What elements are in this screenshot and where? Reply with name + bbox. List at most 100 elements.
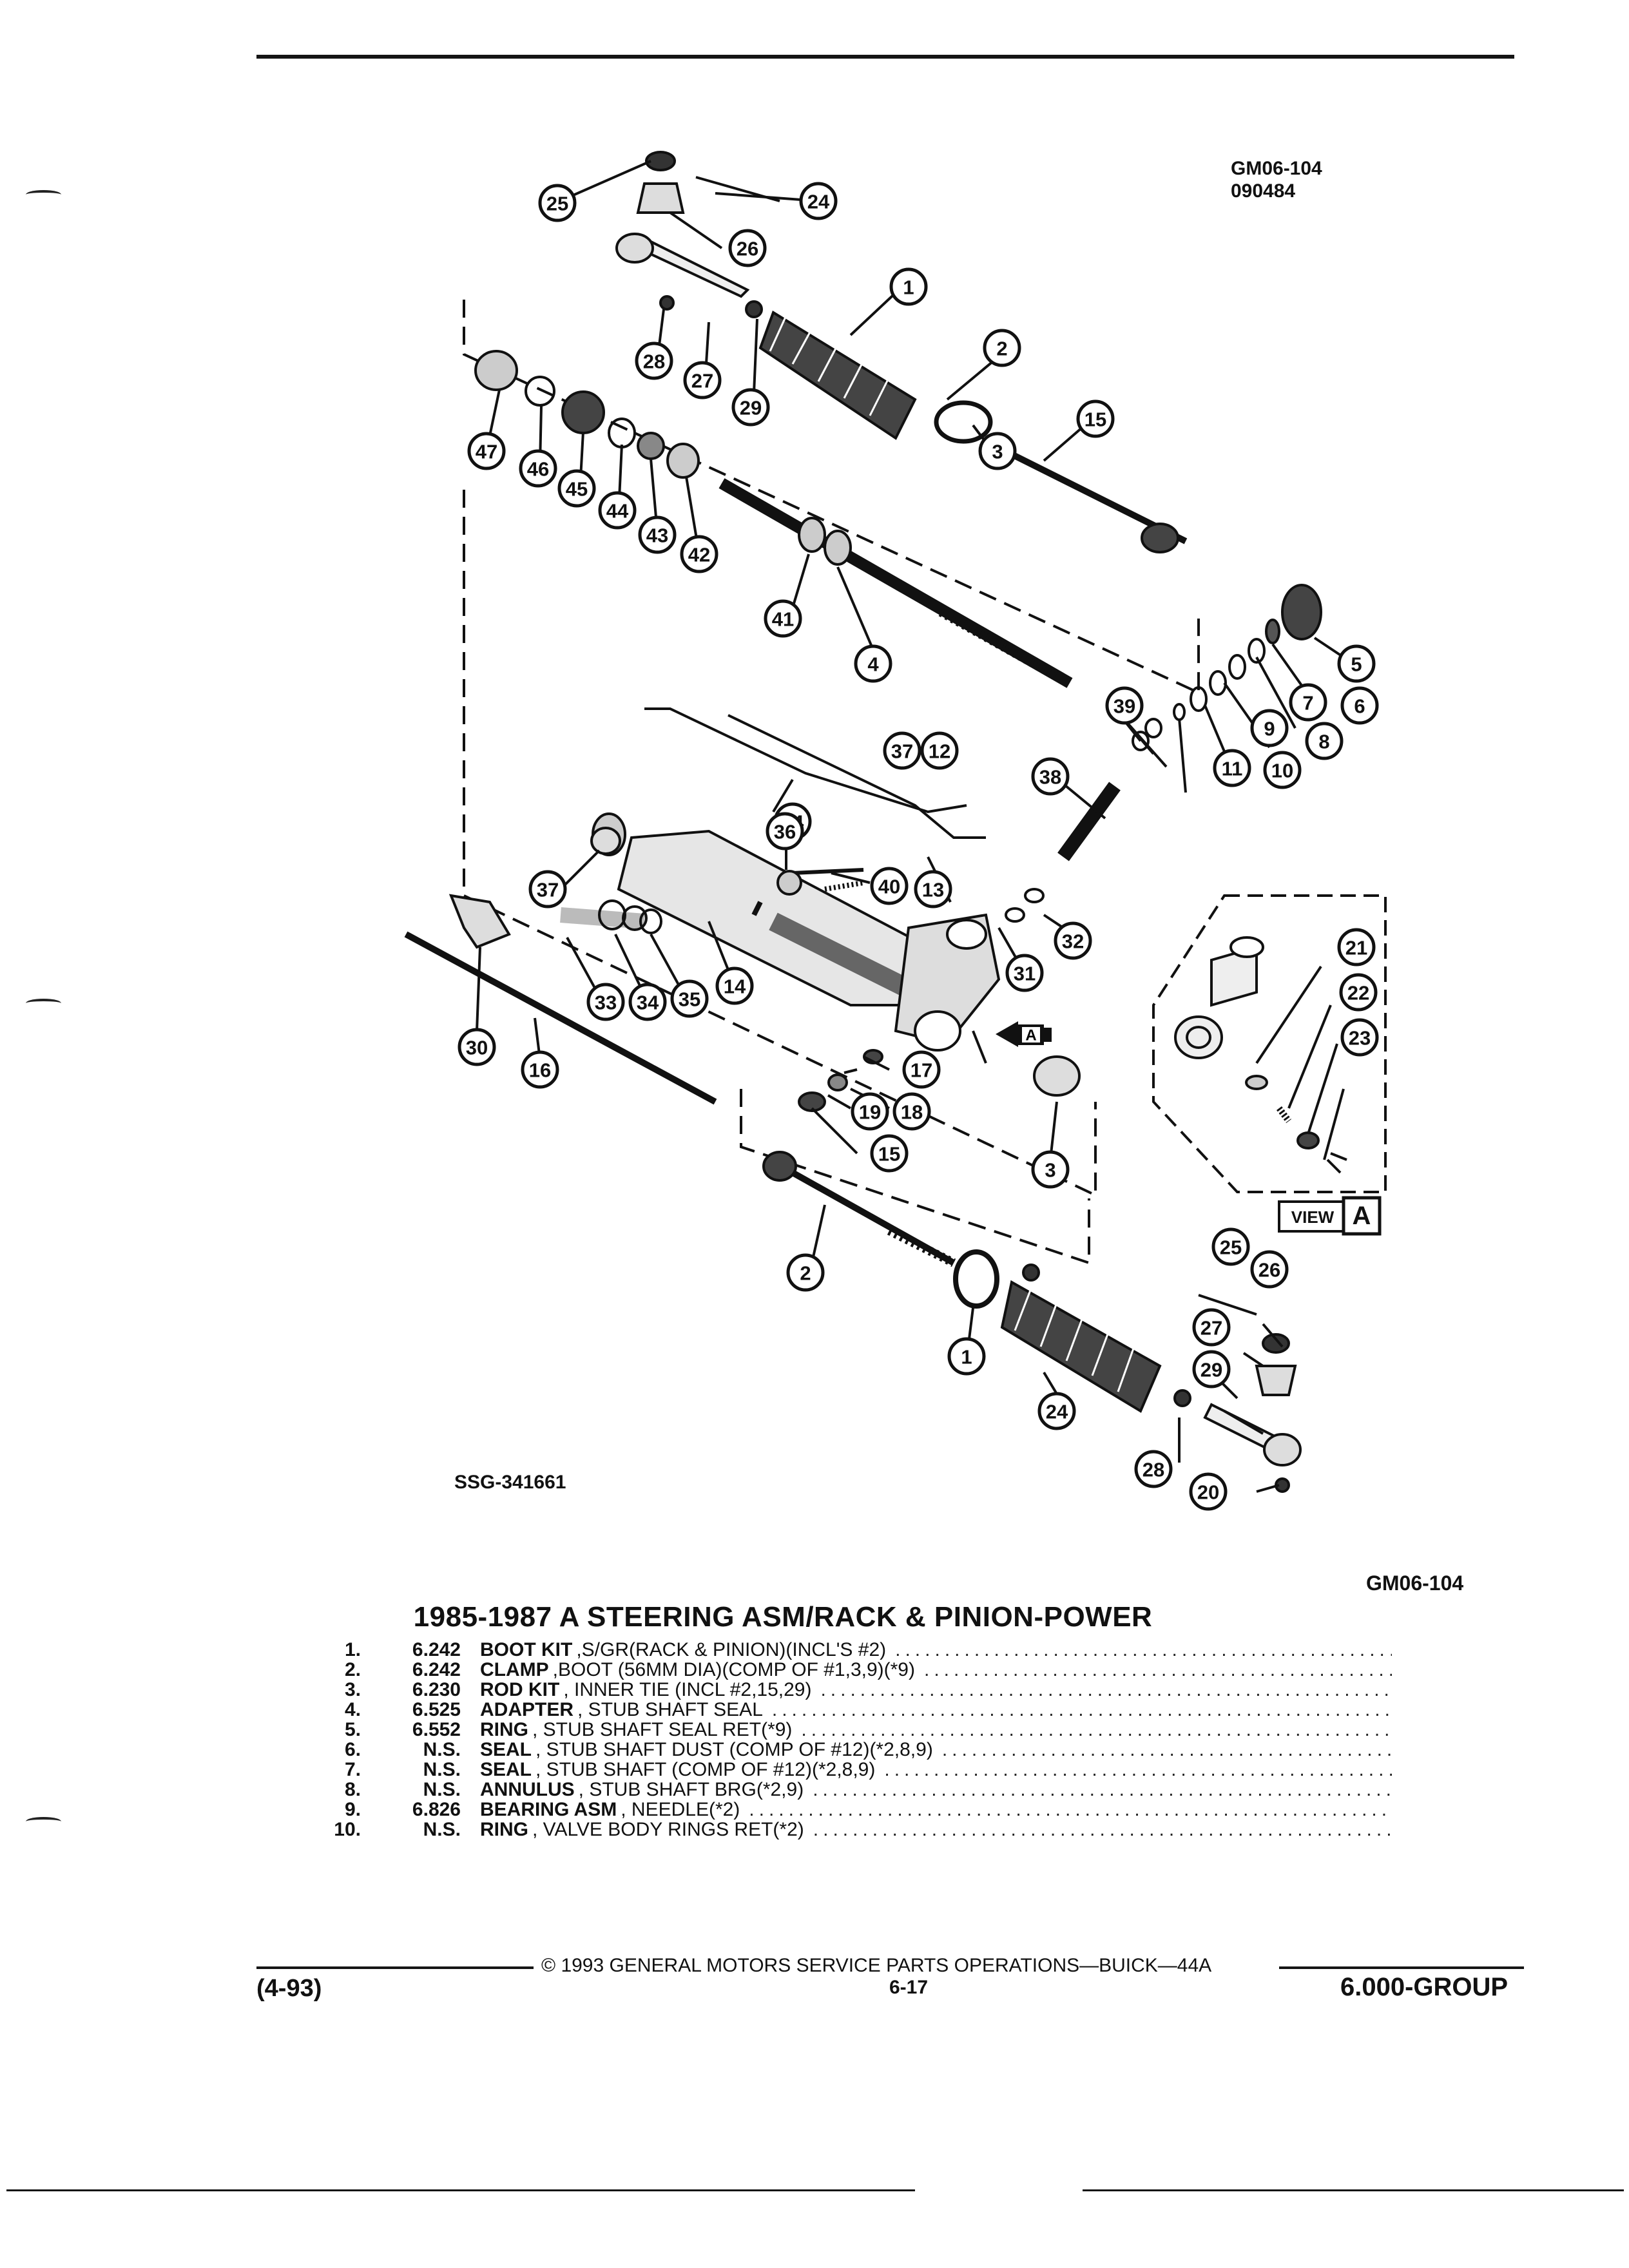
callout-label: 26 (737, 238, 758, 260)
rack-bar (718, 478, 1073, 688)
callout-label: 47 (476, 441, 497, 463)
leader-dots (772, 1700, 1392, 1720)
callout-label: 26 (1258, 1259, 1280, 1282)
part-ref: N.S. (423, 1820, 461, 1840)
part-desc: , STUB SHAFT SEAL RET(*9) (532, 1720, 793, 1740)
callout-30: 30 (458, 1028, 496, 1066)
part-number: 8. (344, 1780, 361, 1800)
footer-rule-right (1279, 1966, 1524, 1969)
callout-1: 1 (889, 267, 928, 306)
callout-47: 47 (467, 432, 506, 470)
callout-label: 37 (537, 879, 559, 901)
part-ref: 6.242 (412, 1640, 461, 1660)
view-a-arrow: A (996, 1021, 1052, 1047)
callout-34: 34 (628, 983, 667, 1021)
part-name: ADAPTER (480, 1700, 574, 1720)
view-letter-text: A (1353, 1202, 1371, 1230)
callout-24: 24 (799, 182, 838, 220)
callout-37: 37 (883, 731, 921, 770)
caption-code: GM06-104 (1366, 1571, 1464, 1595)
callout-label: 32 (1062, 930, 1084, 953)
part-number: 2. (344, 1660, 361, 1680)
breather-tube-30 (404, 931, 717, 1105)
callout-25: 25 (1211, 1227, 1250, 1266)
callout-label: 30 (466, 1037, 488, 1059)
callout-3: 3 (1031, 1150, 1070, 1189)
lower-bracket (740, 1089, 1090, 1265)
bracket-31 (448, 894, 511, 949)
callout-6: 6 (1340, 686, 1379, 725)
part-ref: N.S. (423, 1760, 461, 1780)
page-title: 1985-1987 A STEERING ASM/RACK & PINION-P… (413, 1601, 1153, 1633)
leader-dots (813, 1820, 1392, 1840)
callout-40: 40 (870, 867, 909, 905)
leader-dots (924, 1660, 1392, 1680)
part-desc: , STUB SHAFT BRG(*2,9) (578, 1780, 804, 1800)
callout-15: 15 (870, 1134, 909, 1173)
parts-list: 1. 6.242 BOOT KIT ,S/GR(RACK & PINION)(I… (309, 1640, 1392, 1840)
callout-label: 42 (688, 544, 710, 566)
lower-clamp (953, 1249, 999, 1309)
page-number: 6-17 (889, 1977, 929, 1998)
part-name: CLAMP (480, 1660, 549, 1680)
callout-label: 3 (1045, 1159, 1055, 1182)
callout-label: 5 (1351, 653, 1362, 676)
upper-bracket (463, 300, 1200, 695)
callout-label: 25 (1220, 1236, 1242, 1259)
callout-label: 41 (772, 608, 794, 631)
callout-label: 28 (1142, 1459, 1164, 1481)
callout-45: 45 (557, 469, 596, 508)
callout-29: 29 (1192, 1350, 1231, 1389)
callout-label: 29 (1200, 1359, 1222, 1381)
callout-2: 2 (983, 329, 1021, 367)
callout-7: 7 (1289, 683, 1327, 722)
callout-label: 23 (1349, 1027, 1371, 1050)
callout-35: 35 (670, 979, 709, 1018)
hydraulic-line-37 (728, 714, 986, 839)
callout-18: 18 (892, 1092, 931, 1131)
leader-dots (801, 1720, 1392, 1740)
callout-28: 28 (635, 341, 673, 380)
callout-27: 27 (1192, 1308, 1231, 1347)
part-row: 8. N.S. ANNULUS , STUB SHAFT BRG(*2,9) (309, 1780, 1392, 1800)
bottom-rule (6, 2189, 915, 2191)
part-ref: 6.525 (412, 1700, 461, 1720)
callout-31: 31 (1005, 954, 1044, 992)
leader-dots (942, 1740, 1392, 1760)
callout-9: 9 (1250, 709, 1289, 747)
callout-label: 34 (637, 992, 659, 1014)
part-number: 9. (344, 1800, 361, 1820)
callout-label: 35 (679, 988, 700, 1011)
callout-label: 14 (724, 975, 746, 998)
callout-label: 24 (1046, 1401, 1068, 1423)
callout-28: 28 (1134, 1450, 1173, 1488)
part-ref: N.S. (423, 1740, 461, 1760)
callout-label: 46 (527, 458, 549, 481)
callout-label: 12 (929, 740, 950, 763)
callout-label: 16 (529, 1059, 551, 1082)
date-code: 090484 (1231, 180, 1296, 202)
callout-label: 1 (903, 276, 914, 299)
callout-21: 21 (1337, 928, 1376, 966)
callout-label: 24 (807, 191, 830, 213)
callout-label: 17 (911, 1059, 932, 1082)
view-a-label: VIEW A (1278, 1196, 1382, 1236)
callout-38: 38 (1031, 757, 1070, 796)
part-name: ANNULUS (480, 1780, 575, 1800)
adapter-4 (1281, 584, 1322, 640)
lower-inner-tie-rod (791, 1169, 956, 1266)
upper-boot (758, 311, 917, 440)
part-name: BEARING ASM (480, 1800, 617, 1820)
callout-26: 26 (728, 229, 767, 267)
callout-5: 5 (1337, 644, 1376, 683)
callout-label: 3 (992, 441, 1003, 463)
part-row: 7. N.S. SEAL , STUB SHAFT (COMP OF #12)(… (309, 1760, 1392, 1780)
part-row: 3. 6.230 ROD KIT , INNER TIE (INCL #2,15… (309, 1680, 1392, 1700)
callout-25: 25 (538, 184, 577, 222)
exploded-diagram: A VIEW A SSG-341661 25242612827292315474… (404, 151, 1387, 1511)
part-number: 5. (344, 1720, 361, 1740)
callout-label: 45 (566, 478, 588, 501)
callout-19: 19 (851, 1092, 889, 1131)
callout-label: 13 (922, 879, 944, 901)
part-row: 9. 6.826 BEARING ASM , NEEDLE(*2) (309, 1800, 1392, 1820)
